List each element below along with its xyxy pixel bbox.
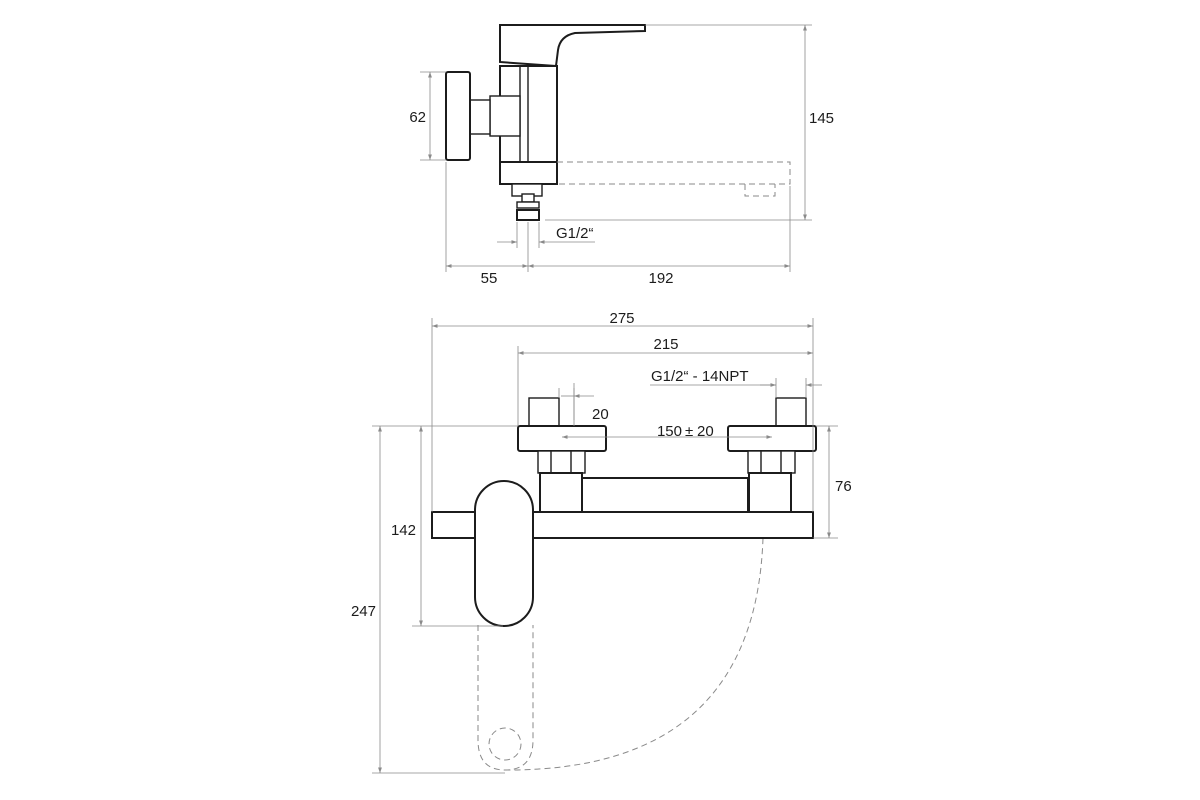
side-wall-plate xyxy=(445,71,471,161)
dim-192-label: 192 xyxy=(648,270,673,287)
dim-tolerance-label: 20 xyxy=(697,423,714,440)
dim-g12-14npt-label: G1/2“ - 14NPT xyxy=(651,368,749,385)
dim-20-label: 20 xyxy=(592,406,609,423)
right-wall-nut xyxy=(775,397,807,427)
front-hidden-lever xyxy=(477,625,534,771)
dim-275-label: 275 xyxy=(609,310,634,327)
dim-145-label: 145 xyxy=(809,110,834,127)
dim-215-label: 215 xyxy=(653,336,678,353)
side-spout-base xyxy=(499,161,558,185)
side-connector xyxy=(489,95,521,137)
dim-142-label: 142 xyxy=(391,522,416,539)
front-lever xyxy=(474,480,534,627)
left-hex-nut xyxy=(537,450,586,474)
dim-150-label: 150 xyxy=(657,423,682,440)
dim-plus-minus-symbol: ± xyxy=(685,423,693,440)
side-hidden-spout xyxy=(557,161,791,197)
side-connector-inner xyxy=(469,99,491,135)
right-flange xyxy=(727,425,817,452)
dim-62-label: 62 xyxy=(409,109,426,126)
left-column xyxy=(539,472,583,513)
front-view: 275 215 G1/2“ - 14NPT 20 150 ± 20 76 142 xyxy=(351,310,852,774)
left-wall-nut xyxy=(528,397,560,427)
dim-g12-label: G1/2“ xyxy=(556,225,594,242)
dim-76-label: 76 xyxy=(835,478,852,495)
side-handle-lever xyxy=(499,24,646,68)
side-view: 62 145 G1/2“ 55 192 xyxy=(409,24,834,287)
left-flange xyxy=(517,425,607,452)
right-hex-nut xyxy=(747,450,796,474)
front-hidden-swing-arc xyxy=(507,537,764,771)
right-column xyxy=(748,472,792,513)
dim-55-label: 55 xyxy=(481,270,498,287)
side-outlet-thread xyxy=(516,209,540,221)
dim-247-label: 247 xyxy=(351,603,376,620)
